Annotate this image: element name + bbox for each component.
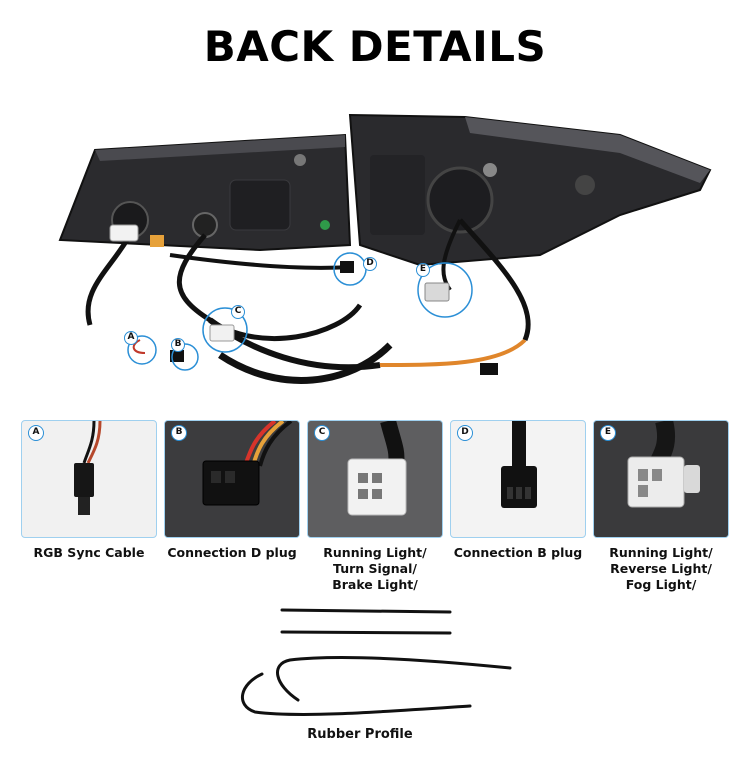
caption-c-line-3: Brake Light/ — [332, 577, 418, 592]
panel-tag-a: A — [28, 425, 44, 441]
callout-a: A — [124, 331, 138, 345]
caption-e: Running Light/ Reverse Light/ Fog Light/ — [586, 545, 736, 593]
taillight-back-photo: A B C D E — [20, 95, 730, 400]
caption-c-line-2: Turn Signal/ — [333, 561, 417, 576]
caption-e-line-1: Running Light/ — [609, 545, 713, 560]
caption-d: Connection B plug — [453, 545, 583, 560]
panel-tag-d: D — [457, 425, 473, 441]
callout-b: B — [171, 338, 185, 352]
taillight-illustration — [58, 113, 712, 384]
detail-panel-e: E — [593, 420, 729, 538]
caption-a: RGB Sync Cable — [33, 545, 145, 560]
detail-panel-c: C — [307, 420, 443, 538]
rubber-profile-image — [230, 600, 530, 720]
panel-tag-c: C — [314, 425, 330, 441]
rubber-strips-illustration — [240, 608, 512, 716]
connection-b-plug-image — [501, 421, 537, 508]
caption-e-line-3: Fog Light/ — [625, 577, 697, 592]
callout-e: E — [416, 263, 430, 277]
running-turn-brake-connector-image — [308, 421, 442, 537]
detail-panel-b: B — [164, 420, 300, 538]
callout-d: D — [363, 257, 377, 271]
detail-panel-d: D — [450, 420, 586, 538]
caption-c: Running Light/ Turn Signal/ Brake Light/ — [300, 545, 450, 593]
page-title: BACK DETAILS — [203, 22, 547, 71]
rubber-profile-caption: Rubber Profile — [307, 727, 413, 742]
panel-tag-b: B — [171, 425, 187, 441]
connection-d-plug-image — [165, 421, 299, 537]
caption-c-line-1: Running Light/ — [323, 545, 427, 560]
detail-panel-a: A — [21, 420, 157, 538]
rgb-sync-cable-image — [74, 421, 102, 515]
caption-e-line-2: Reverse Light/ — [610, 561, 712, 576]
caption-b: Connection D plug — [167, 545, 297, 560]
running-reverse-fog-connector-image — [594, 421, 728, 537]
panel-tag-e: E — [600, 425, 616, 441]
detail-panels: A B C — [21, 420, 731, 540]
callout-c: C — [231, 305, 245, 319]
